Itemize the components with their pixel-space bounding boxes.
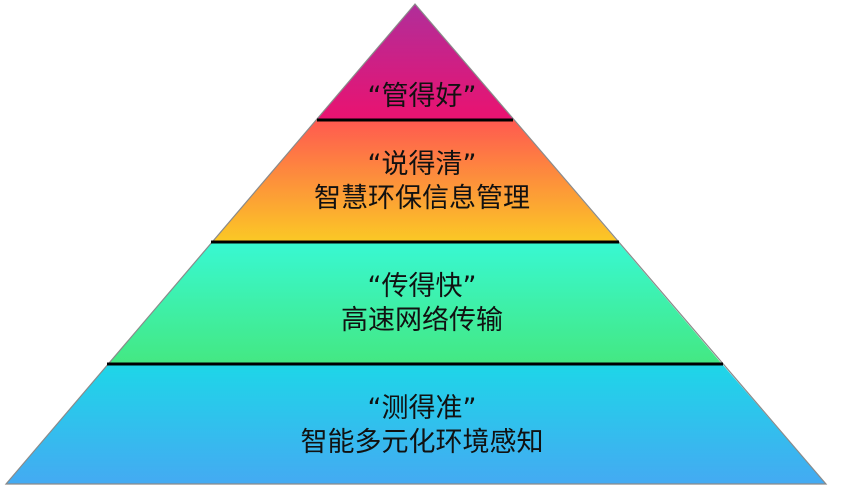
layer-2-title: “说得清” [367, 149, 477, 180]
layer-3-subtitle: 高速网络传输 [341, 305, 503, 336]
layer-2-subtitle: 智慧环保信息管理 [314, 183, 530, 214]
layer-4-subtitle: 智能多元化环境感知 [300, 427, 544, 458]
pyramid-layer-3 [108, 242, 722, 364]
pyramid-layer-2 [212, 120, 618, 242]
pyramid-layer-4 [6, 364, 826, 484]
layer-1-text: “管得好” [0, 80, 844, 114]
layer-4-title: “测得准” [367, 393, 477, 424]
layer-4-text: “测得准” 智能多元化环境感知 [0, 392, 844, 460]
layer-1-title: “管得好” [367, 81, 477, 112]
layer-3-text: “传得快” 高速网络传输 [0, 270, 844, 338]
layer-3-title: “传得快” [367, 271, 477, 302]
layer-2-text: “说得清” 智慧环保信息管理 [0, 148, 844, 216]
pyramid-outline [4, 3, 828, 485]
pyramid-layer-1 [316, 4, 514, 120]
